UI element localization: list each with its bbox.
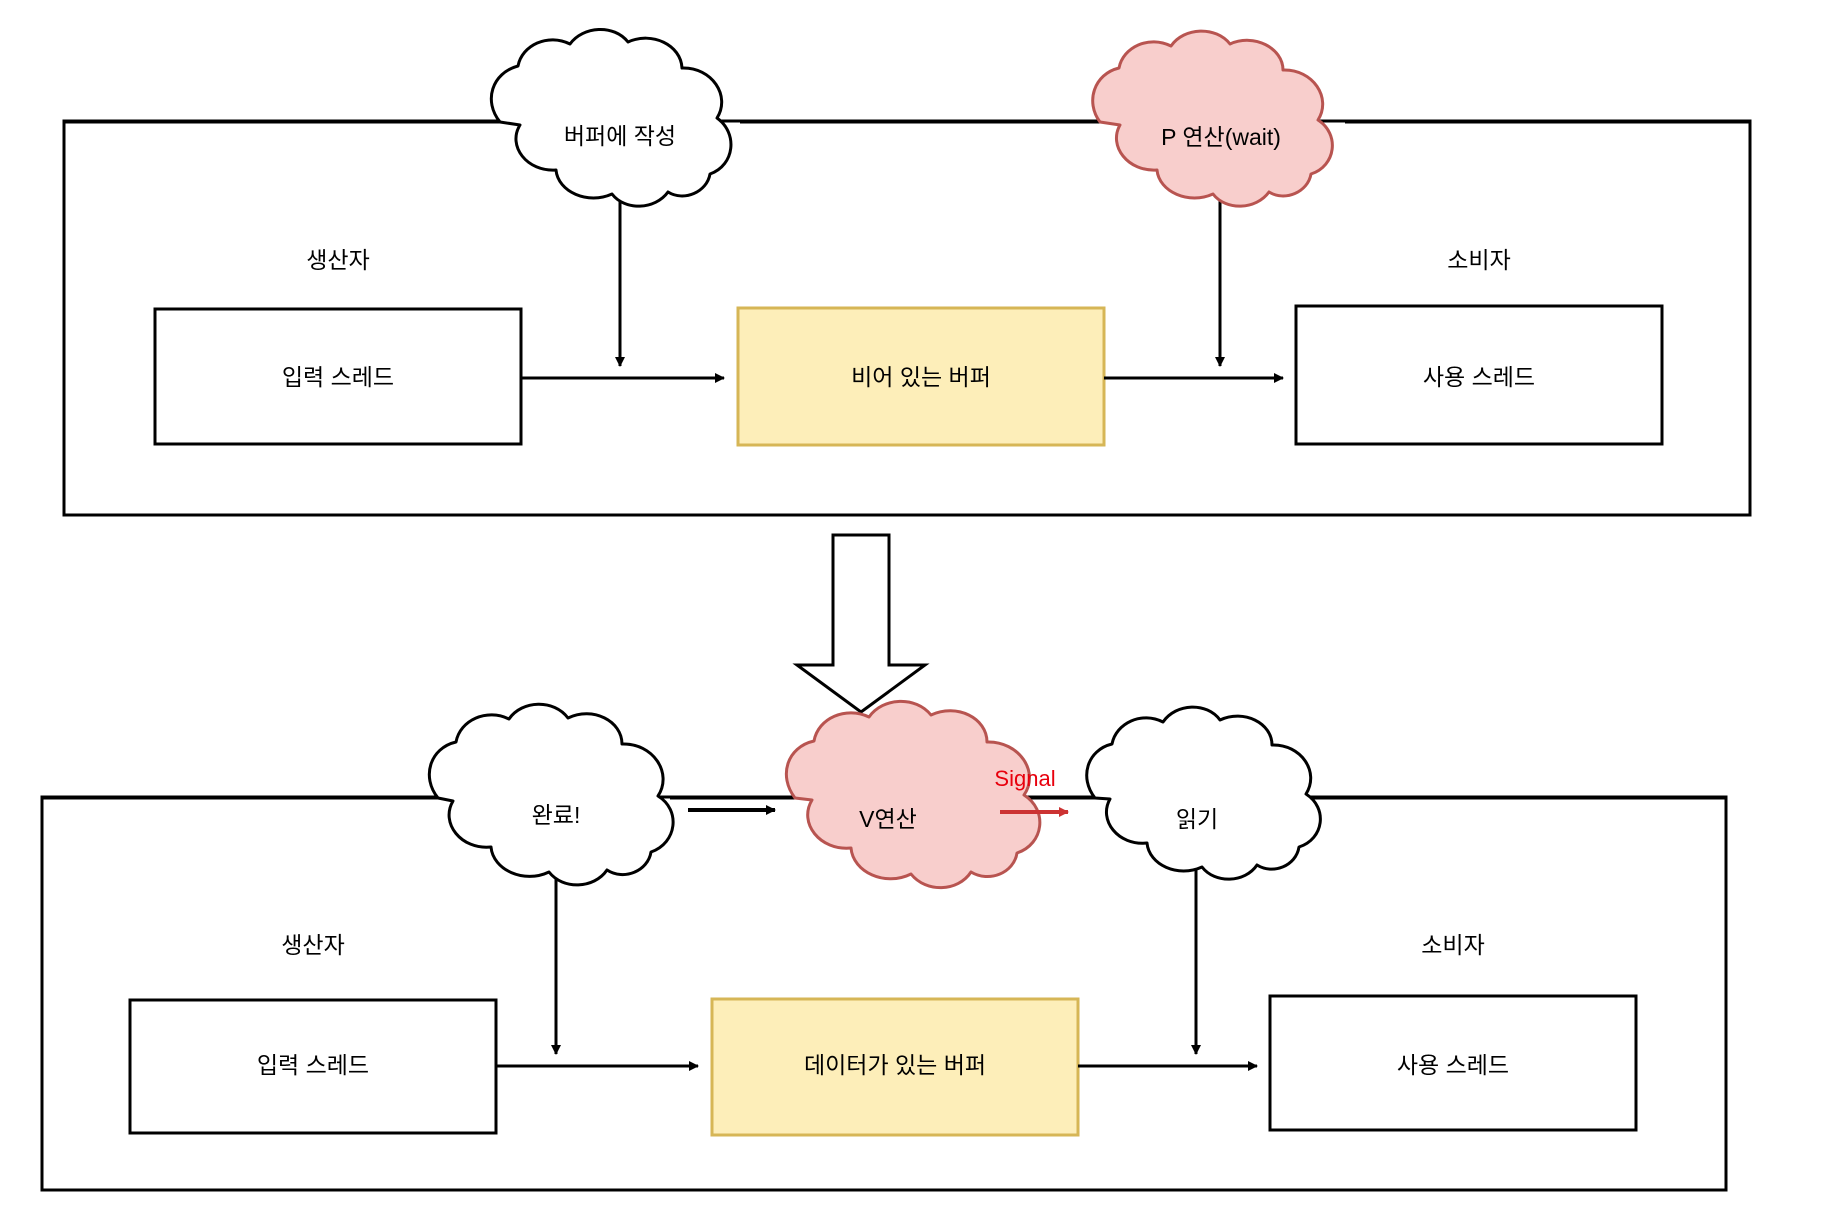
transition-down-arrow bbox=[792, 533, 930, 714]
cloud-v-operation-shape bbox=[785, 699, 1042, 890]
cloud-write-shape bbox=[489, 28, 733, 208]
bottom-buffer-box bbox=[710, 997, 1080, 1137]
top-buffer-box bbox=[736, 306, 1106, 447]
bottom-use-thread-box bbox=[1268, 994, 1638, 1132]
bottom-input-thread-box bbox=[128, 998, 498, 1135]
cloud-read-shape bbox=[1085, 705, 1322, 881]
top-use-thread-box bbox=[1294, 304, 1664, 446]
cloud-done-shape bbox=[427, 702, 675, 887]
cloud-p-operation-shape bbox=[1091, 29, 1334, 208]
top-input-thread-box bbox=[153, 307, 523, 446]
